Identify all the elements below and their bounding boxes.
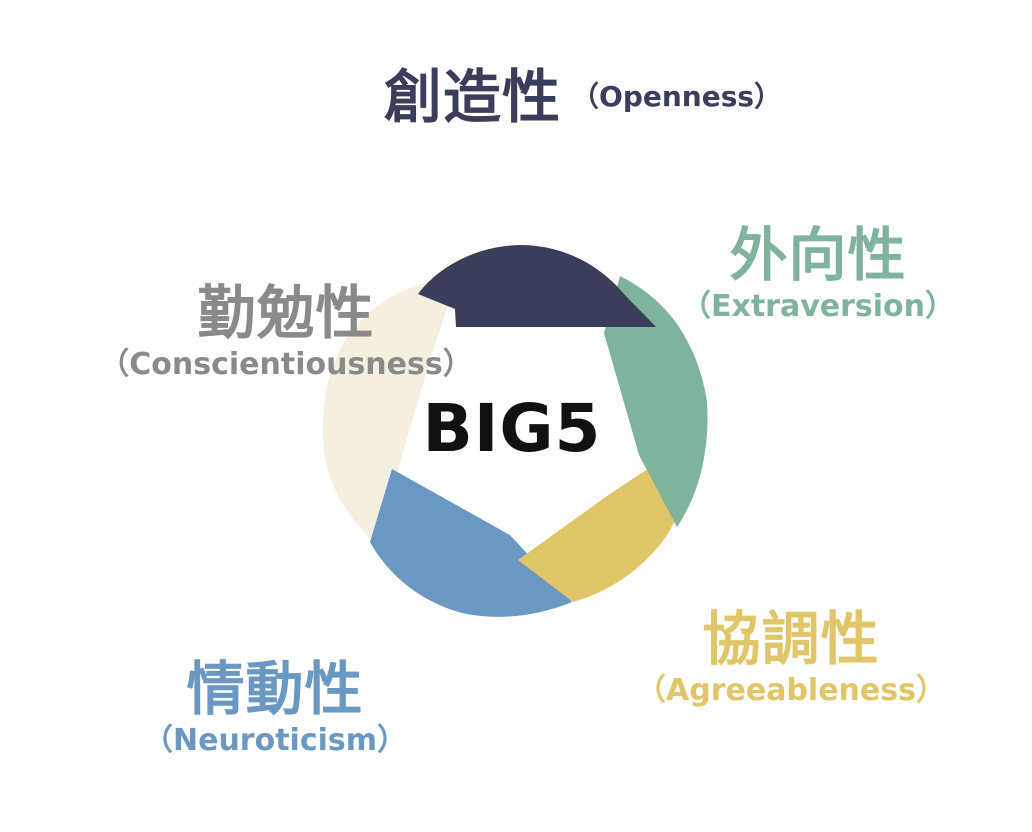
extraversion-segment (604, 276, 708, 527)
conscientiousness-jp-label: 勤勉性 (197, 279, 375, 347)
extraversion-jp-label: 外向性 (729, 221, 907, 289)
conscientiousness-en-label: （Conscientiousness） (99, 347, 473, 382)
conscientiousness-segment (322, 276, 458, 544)
extraversion-label: 外向性 （Extraversion） (668, 226, 968, 322)
openness-label: 創造性 （Openness） (384, 68, 782, 126)
openness-en-label: （Openness） (571, 80, 783, 113)
agreeableness-segment (518, 442, 689, 602)
extraversion-en-label: （Extraversion） (680, 289, 956, 324)
agreeableness-en-label: （Agreeableness） (636, 673, 946, 708)
neuroticism-en-label: （Neuroticism） (142, 723, 408, 758)
neuroticism-label: 情動性 （Neuroticism） (140, 660, 410, 756)
big5-center-label: BIG5 (422, 390, 602, 467)
conscientiousness-label: 勤勉性 （Conscientiousness） (86, 284, 486, 380)
openness-segment (418, 245, 656, 327)
openness-jp-label: 創造性 (384, 63, 562, 131)
center-circle (399, 312, 635, 548)
agreeableness-jp-label: 協調性 (702, 605, 880, 673)
neuroticism-segment (370, 469, 572, 617)
agreeableness-label: 協調性 （Agreeableness） (626, 610, 956, 706)
neuroticism-jp-label: 情動性 (186, 655, 364, 723)
